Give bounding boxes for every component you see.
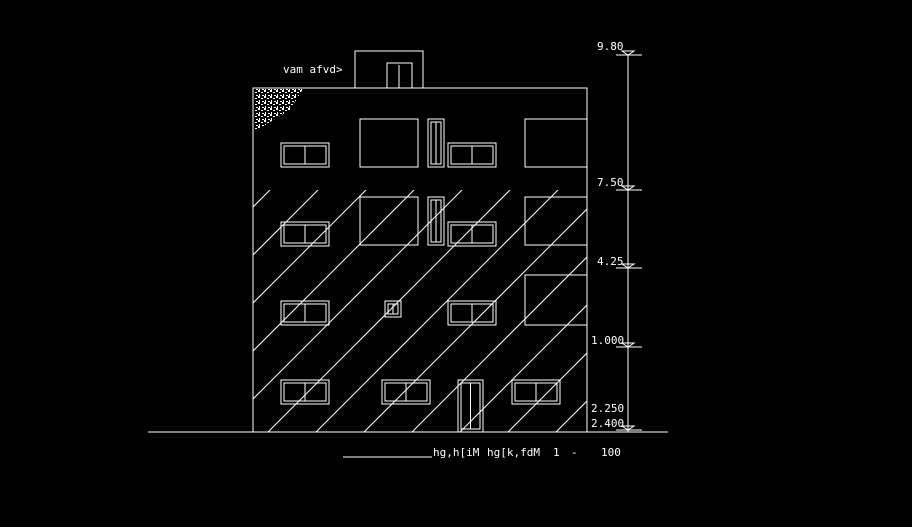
hatch-line <box>700 190 912 432</box>
level-4-25: 4.25 <box>597 255 624 268</box>
balcony-panel <box>359 118 419 168</box>
hatch-line <box>555 400 587 432</box>
hatch-line <box>796 190 912 432</box>
hatch-line <box>315 190 559 432</box>
scale-right: 100 <box>601 446 621 459</box>
level-triangle-icon <box>620 263 636 269</box>
level-2-250: 2.250 <box>591 402 624 415</box>
level-markers <box>616 50 642 431</box>
window <box>511 379 561 405</box>
level-triangle-icon <box>620 50 636 56</box>
window <box>381 379 431 405</box>
hatch-line <box>652 190 894 432</box>
hatch-line <box>459 304 587 432</box>
side-panel <box>524 118 588 168</box>
hatch-line <box>604 190 846 432</box>
entrance-door <box>457 379 484 433</box>
small-window <box>384 300 402 318</box>
hatch-line <box>892 190 912 432</box>
level-2-400: 2.400 <box>591 417 624 430</box>
vertical-window <box>427 196 445 246</box>
window <box>447 221 497 247</box>
hatch-line <box>267 190 511 432</box>
drawing-title: hg,h[iM <box>433 446 480 459</box>
level-9-80: 9.80 <box>597 40 624 53</box>
level-triangle-icon <box>620 342 636 348</box>
windows <box>280 118 588 433</box>
hatch-line <box>748 190 912 432</box>
scale-left: 1 <box>553 446 560 459</box>
window <box>280 300 330 326</box>
level-triangle-icon <box>620 425 636 431</box>
window <box>280 221 330 247</box>
vertical-window <box>427 118 445 168</box>
scale-dash: - <box>571 446 578 459</box>
drawing-subtitle: hg[k,fdM <box>487 446 540 459</box>
window <box>280 379 330 405</box>
hatch-line <box>253 190 463 400</box>
hatch-line <box>253 190 367 304</box>
hatch-line <box>363 208 587 432</box>
balcony-panel <box>359 196 419 246</box>
roof-label: vam afvd> <box>283 63 343 76</box>
side-panel <box>524 196 588 246</box>
hatch-line <box>0 190 222 432</box>
hatch-line <box>507 352 587 432</box>
hatch-pattern <box>0 190 912 432</box>
hatch-line <box>411 256 587 432</box>
roof-stair-box <box>354 50 424 89</box>
side-panel <box>524 274 588 326</box>
level-7-50: 7.50 <box>597 176 624 189</box>
window <box>280 142 330 168</box>
level-triangle-icon <box>620 185 636 191</box>
stone-texture <box>255 89 303 132</box>
hatch-line <box>253 190 415 352</box>
window <box>447 300 497 326</box>
hatch-line <box>253 190 319 256</box>
level-1-000: 1.000 <box>591 334 624 347</box>
window <box>447 142 497 168</box>
hatch-line <box>253 190 271 208</box>
hatch-line <box>844 190 912 432</box>
